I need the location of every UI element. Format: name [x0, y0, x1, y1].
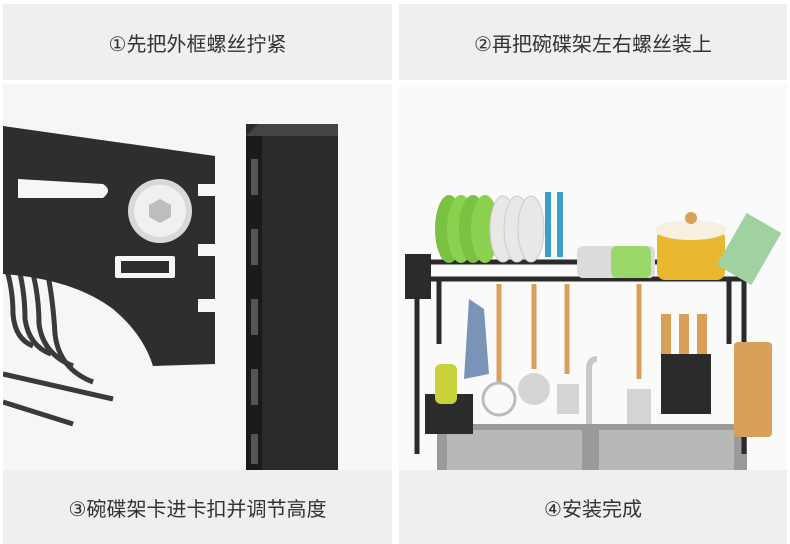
bracket-illustration: [3, 84, 392, 470]
hanging-utensils: [464, 284, 651, 424]
step-2-caption: ②再把碗碟架左右螺丝装上: [399, 4, 787, 80]
step-4-caption: ④安装完成: [399, 470, 787, 544]
rack-illustration: [399, 84, 787, 470]
utensil-holder: [405, 254, 431, 299]
plates: [435, 192, 563, 263]
vertical-post: [246, 124, 338, 470]
bracket-closeup-photo: [3, 84, 392, 470]
step-3-caption: ③碗碟架卡进卡扣并调节高度: [3, 470, 392, 544]
step-2-caption-text: ②再把碗碟架左右螺丝装上: [474, 31, 712, 56]
bowls: [577, 246, 655, 278]
step-3-caption-text: ③碗碟架卡进卡扣并调节高度: [68, 496, 327, 521]
step-4-caption-text: ④安装完成: [544, 496, 642, 521]
installed-rack-photo: [399, 84, 787, 470]
cutting-board: [734, 342, 772, 437]
sink: [437, 424, 747, 470]
step-1-caption: ①先把外框螺丝拧紧: [3, 4, 392, 80]
step-1-caption-text: ①先把外框螺丝拧紧: [108, 31, 287, 56]
hex-screw: [128, 179, 192, 243]
knife-holder: [661, 314, 711, 414]
pot: [655, 212, 727, 280]
